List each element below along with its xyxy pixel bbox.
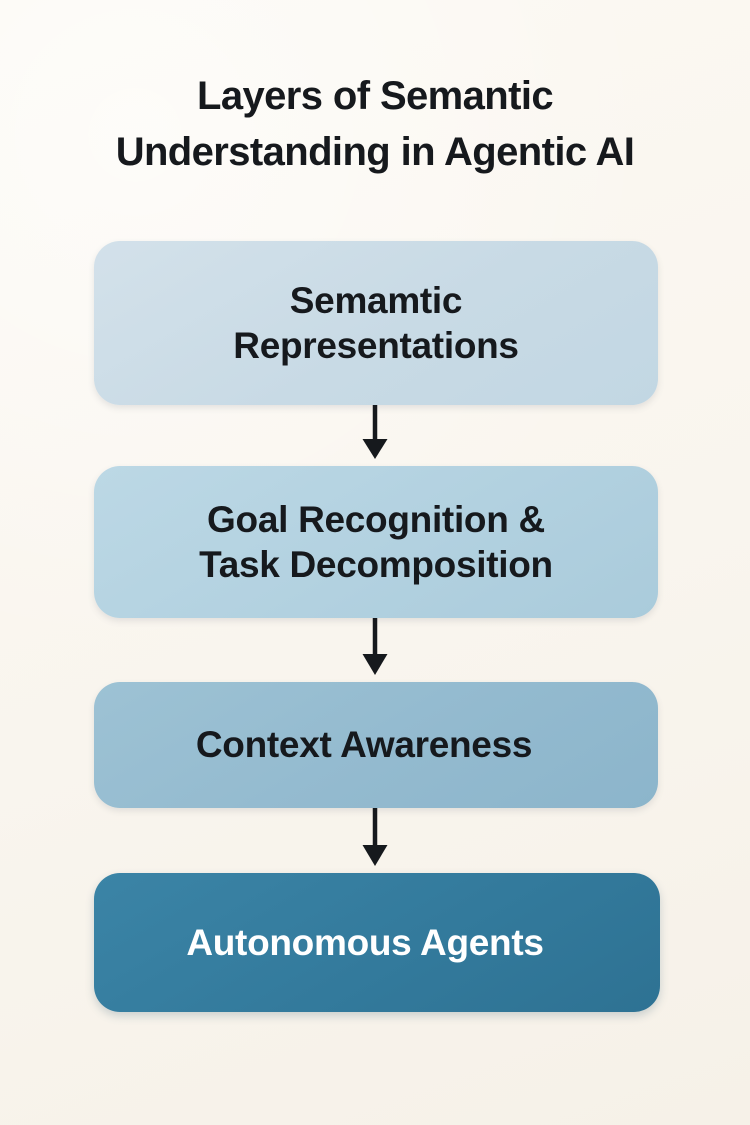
flow-node-label: Autonomous Agents — [186, 921, 544, 963]
flow-node-autonomous-agents[interactable]: Autonomous Agents — [94, 873, 660, 1012]
flow-node-semantic-representations[interactable]: Semamtic Representations — [94, 241, 658, 405]
flow-node-context-awareness[interactable]: Context Awareness — [94, 682, 658, 808]
page-title-line-2: Understanding in Agentic AI — [115, 130, 635, 174]
flow-node-label: Goal Recognition & Task Decomposition — [179, 497, 573, 587]
flow-arrow-2-to-3 — [362, 618, 388, 675]
flow-node-label: Semamtic Representations — [213, 278, 538, 368]
flow-arrow-3-to-4 — [362, 808, 388, 866]
flow-node-label-line-1: Goal Recognition & — [207, 498, 545, 540]
flow-node-label-line-1: Semamtic — [289, 279, 463, 321]
flow-node-label-line-2: Task Decomposition — [199, 544, 553, 585]
flow-node-goal-recognition-task-decomposition[interactable]: Goal Recognition & Task Decomposition — [94, 466, 658, 618]
flow-arrow-1-to-2 — [362, 405, 388, 459]
flow-node-label: Context Awareness — [195, 724, 533, 766]
page-title-line-1: Layers of Semantic — [196, 74, 554, 118]
page-title: Layers of Semantic Understanding in Agen… — [0, 68, 750, 180]
flow-node-label-line-2: Representations — [233, 325, 519, 366]
